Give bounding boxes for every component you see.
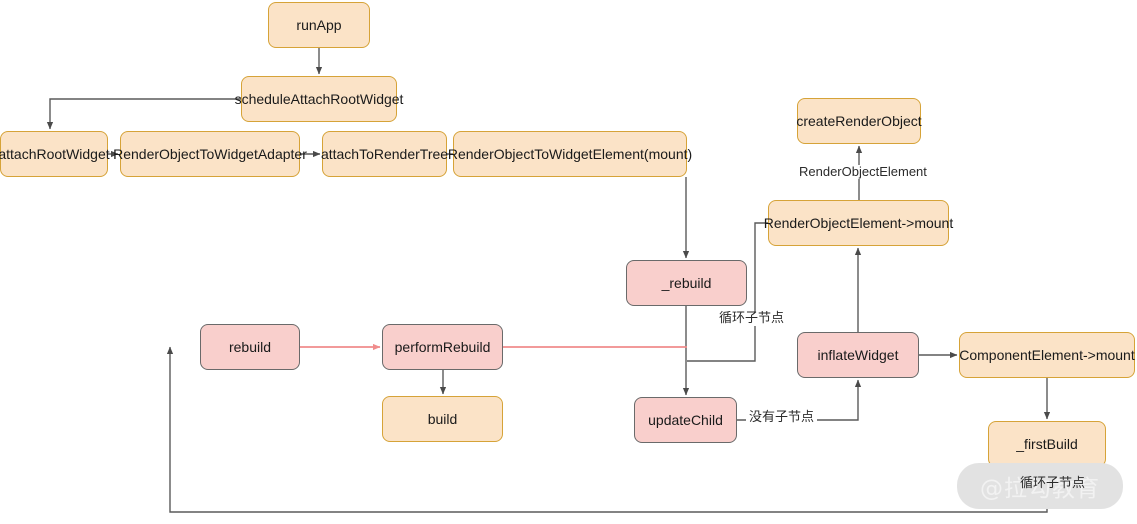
node-_firstBuild[interactable]: _firstBuild [988,421,1106,467]
edge-schedule-to-attachrootwidget [46,98,241,130]
node-runApp[interactable]: runApp [268,2,370,48]
node-RenderObjectElement-mount[interactable]: RenderObjectElement->mount [764,200,953,246]
node-label: ComponentElement->mount [959,346,1135,363]
node-label: _rebuild [661,274,712,291]
node-label: runApp [296,16,342,33]
node-label: RenderObjectToWidgetElement(mount) [447,145,693,162]
node-label: performRebuild [394,338,491,355]
edge-label-no-child: 没有子节点 [746,410,818,426]
node-performRebuild[interactable]: performRebuild [382,324,503,370]
node-attachRootWidget[interactable]: attachRootWidget [0,131,110,177]
node-label: attachToRenderTree [320,145,449,162]
edge-label-render-object-element: RenderObjectElement [796,164,930,180]
node-label: inflateWidget [817,346,899,363]
node-label: rebuild [228,338,272,355]
edge-label-loop-child-lower: 循环子节点 [1020,476,1086,491]
node-inflateWidget[interactable]: inflateWidget [797,332,919,378]
node-label: createRenderObject [796,112,922,129]
node-attachToRenderTree[interactable]: attachToRenderTree [320,131,449,177]
node-build[interactable]: build [382,396,503,442]
node-_rebuild[interactable]: _rebuild [626,260,747,306]
node-label: scheduleAttachRootWidget [234,90,404,107]
edge-label-loop-child-upper: 循环子节点 [716,311,788,327]
node-label: RenderObjectToWidgetAdapter [113,145,307,162]
node-label: _firstBuild [1016,435,1078,452]
node-label: attachRootWidget [0,145,110,162]
node-rebuild[interactable]: rebuild [200,324,300,370]
node-RenderObjectToWidgetElement-mount[interactable]: RenderObjectToWidgetElement(mount) [448,131,692,177]
node-createRenderObject[interactable]: createRenderObject [796,98,922,144]
node-scheduleAttachRootWidget[interactable]: scheduleAttachRootWidget [235,76,403,122]
node-ComponentElement-mount[interactable]: ComponentElement->mount [959,332,1135,378]
node-updateChild[interactable]: updateChild [634,397,737,443]
node-label: RenderObjectElement->mount [763,214,954,231]
node-label: build [427,410,458,427]
node-label: updateChild [648,411,723,428]
node-RenderObjectToWidgetAdapter[interactable]: RenderObjectToWidgetAdapter [113,131,307,177]
